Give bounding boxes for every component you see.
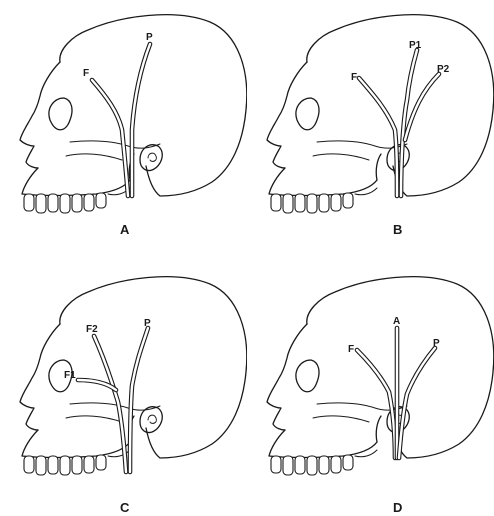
artery-branches-c (78, 328, 148, 472)
vessel-label: P1 (409, 40, 422, 51)
vessel-label: P2 (437, 64, 450, 75)
panel-letter: B (393, 222, 402, 237)
skull-diagram-c: F2 F1 P C (0, 262, 247, 516)
vessel-label: F (351, 72, 357, 83)
vessel-label: P (144, 318, 151, 329)
vessel-label: F1 (64, 370, 76, 381)
panel-letter: C (120, 500, 130, 515)
vessel-label: P (433, 338, 440, 349)
vessel-label: F (348, 344, 354, 355)
skull-diagram-d: A F P D (247, 262, 494, 516)
vessel-label: P (146, 32, 153, 43)
vessel-label: A (393, 316, 400, 327)
vessel-label: F2 (86, 324, 98, 335)
skull-diagram-b: F P1 P2 B (247, 0, 494, 258)
panel-a: F P A (0, 0, 247, 258)
panel-d: A F P D (247, 262, 494, 516)
panel-b: F P1 P2 B (247, 0, 494, 258)
panel-c: F2 F1 P C (0, 262, 247, 516)
artery-branches-b (359, 50, 439, 196)
artery-branches-a (92, 44, 150, 196)
panel-letter: D (393, 500, 402, 515)
panel-letter: A (120, 222, 130, 237)
skull-diagram-a: F P A (0, 0, 247, 258)
vessel-label: F (83, 68, 89, 79)
artery-branches-d (357, 328, 435, 458)
